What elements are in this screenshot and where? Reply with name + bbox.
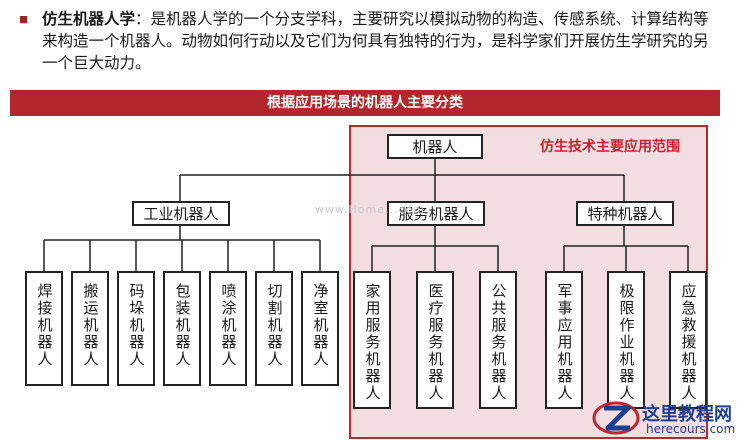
leaf-label: 家用服务机器人 [363,283,382,402]
leaf-label: 应急救援机器人 [679,283,698,402]
bionic-region-label: 仿生技术主要应用范围 [540,139,680,155]
category-special: 特种机器人 [576,201,674,226]
intro-paragraph: 仿生机器人学：是机器人学的一个分支学科，主要研究以模拟动物的构造、传感系统、计算… [42,8,722,74]
classification-banner: 根据应用场景的机器人主要分类 [10,90,720,116]
leaf-spraying: 喷涂机器人 [209,271,247,386]
leaf-welding: 焊接机器人 [25,271,63,386]
category-industrial: 工业机器人 [132,201,230,226]
category-service: 服务机器人 [387,201,485,226]
leaf-household-service: 家用服务机器人 [353,271,391,409]
leaf-medical-service: 医疗服务机器人 [416,271,454,409]
site-logo: 这里教程网 herecours.com [590,397,740,440]
leaf-label: 喷涂机器人 [219,283,238,368]
leaf-packaging: 包装机器人 [163,271,201,386]
leaf-label: 医疗服务机器人 [426,283,445,402]
leaf-label: 焊接机器人 [35,283,54,368]
leaf-public-service: 公共服务机器人 [479,271,517,409]
leaf-label: 净室机器人 [311,283,330,368]
leaf-label: 公共服务机器人 [489,283,508,402]
leaf-label: 包装机器人 [173,283,192,368]
root-node: 机器人 [387,134,483,159]
logo-icon [592,401,640,435]
leaf-emergency-rescue: 应急救援机器人 [669,271,707,409]
leaf-label: 码垛机器人 [127,283,146,368]
leaf-palletizing: 码垛机器人 [117,271,155,386]
intro-term: 仿生机器人学 [42,10,136,28]
leaf-label: 搬运机器人 [81,283,100,368]
intro-text: ：是机器人学的一个分支学科，主要研究以模拟动物的构造、传感系统、计算结构等来构造… [42,10,709,72]
leaf-cutting: 切割机器人 [255,271,293,386]
leaf-handling: 搬运机器人 [71,271,109,386]
watermark-text: www.Home...com [315,203,425,216]
bionic-application-region [349,125,708,439]
leaf-cleanroom: 净室机器人 [301,271,339,386]
bullet-marker [20,16,27,23]
leaf-military: 军事应用机器人 [545,271,583,409]
leaf-label: 极限作业机器人 [617,283,636,402]
leaf-label: 切割机器人 [265,283,284,368]
logo-url: herecours.com [646,422,736,436]
leaf-extreme-operation: 极限作业机器人 [607,271,645,409]
logo-name: 这里教程网 [642,404,732,425]
leaf-label: 军事应用机器人 [555,283,574,402]
